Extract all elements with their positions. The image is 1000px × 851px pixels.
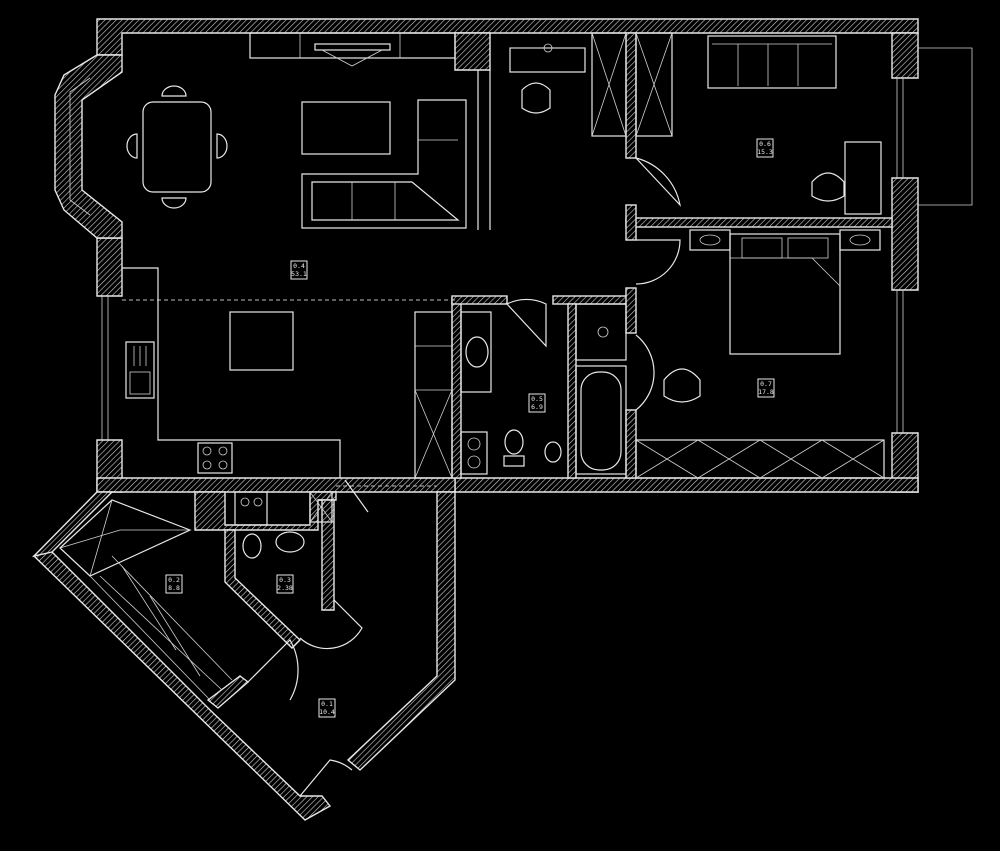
wall-bath-shelf <box>567 303 577 479</box>
room-id: 0.1 <box>321 700 333 708</box>
entry-area <box>59 479 437 797</box>
bathtub <box>580 371 622 471</box>
tv <box>314 43 391 51</box>
wall-wc-block <box>194 491 337 531</box>
wardrobe-bedroom <box>635 32 673 137</box>
wall-top <box>96 18 919 56</box>
study-chair <box>811 172 845 202</box>
wall-bath-right <box>625 287 637 334</box>
wall-bedroom-post <box>625 204 637 241</box>
kitchen-counter <box>122 267 341 478</box>
shower <box>575 303 627 361</box>
wall-closet-edge <box>206 675 250 709</box>
wall-mid-horizontal <box>96 477 456 493</box>
bedroom-wardrobe <box>635 439 885 479</box>
room-id: 0.5 <box>531 395 543 403</box>
sink-oval <box>465 336 489 368</box>
wall-bay-window <box>54 54 123 239</box>
room-id: 0.7 <box>760 380 772 388</box>
wall-entry-right <box>346 491 456 771</box>
wall-entry-left <box>31 491 114 558</box>
door-wc <box>299 599 363 650</box>
room-area: 53.1 <box>291 270 307 278</box>
wall-bath-top-left <box>451 295 508 305</box>
bathtub-frame <box>575 365 627 475</box>
armchair <box>663 368 701 403</box>
wc-stove <box>234 491 268 526</box>
nightstand-right <box>839 229 881 251</box>
wall-bedroom-split <box>625 217 893 228</box>
exterior-walls <box>31 18 919 821</box>
room-area: 2.38 <box>277 584 293 592</box>
room-tag: 0.4 53.1 <box>290 260 308 280</box>
door-bathroom <box>506 298 547 348</box>
tall-cabinets <box>414 311 453 479</box>
desk-chair <box>521 82 551 114</box>
dining-chairs <box>126 85 228 209</box>
door-entrance <box>299 759 353 797</box>
bathroom <box>460 298 627 475</box>
wall-top-pier-1 <box>454 32 491 71</box>
wc-toilet <box>242 533 262 559</box>
wall-bath-top-right <box>552 295 634 305</box>
room-tags: 0.1 10.4 0.2 8.8 0.3 2.38 0.4 53.1 0.5 6… <box>165 138 775 718</box>
wall-wc-left <box>224 529 302 649</box>
room-area: 15.3 <box>757 148 773 156</box>
toilet <box>504 429 524 455</box>
sofa-upper <box>707 35 837 89</box>
wall-left-upper <box>96 237 123 297</box>
bedroom-lower <box>635 229 885 479</box>
kitchen-island <box>229 311 294 371</box>
hall-furniture <box>509 32 681 285</box>
door-closet <box>247 639 299 701</box>
door-bedroom-2 <box>635 239 681 285</box>
room-tag: 0.1 10.4 <box>318 698 336 718</box>
room-area: 10.4 <box>319 708 335 716</box>
room-tag: 0.6 15.3 <box>756 138 774 158</box>
kitchen <box>122 267 453 479</box>
wall-closet-divider <box>625 32 637 159</box>
wardrobe-hall <box>591 32 627 137</box>
windows <box>69 47 973 440</box>
room-area: 8.8 <box>168 584 180 592</box>
wall-top-pier-2 <box>891 32 919 79</box>
wall-bath-left <box>451 297 462 479</box>
living-room-furniture <box>122 32 491 371</box>
wall-bath-right-low <box>625 409 637 479</box>
double-bed <box>729 233 841 355</box>
wall-bottom-right <box>454 477 919 493</box>
room-id: 0.3 <box>279 576 291 584</box>
dining-table <box>142 101 212 193</box>
interior-walls <box>194 32 893 709</box>
wall-right-mid <box>891 177 919 291</box>
room-id: 0.2 <box>168 576 180 584</box>
coffee-table <box>301 101 391 155</box>
study-desk <box>844 141 882 215</box>
bidet <box>544 441 562 463</box>
nightstand-left <box>689 229 731 251</box>
bedroom-upper <box>707 35 882 215</box>
room-id: 0.4 <box>293 262 305 270</box>
room-tag: 0.7 17.8 <box>757 378 775 398</box>
cooktop <box>197 442 233 474</box>
kitchen-sink <box>125 341 155 399</box>
room-tag: 0.3 2.38 <box>276 574 294 594</box>
corner-sofa <box>301 99 467 229</box>
washing-machine <box>460 431 488 475</box>
door-small <box>344 479 369 513</box>
room-tag: 0.5 6.9 <box>528 393 546 413</box>
room-area: 17.8 <box>758 388 774 396</box>
room-area: 6.9 <box>531 403 543 411</box>
wall-wc-right <box>318 499 335 611</box>
door-bath-2 <box>635 334 655 411</box>
wc-sink <box>275 531 305 553</box>
room-tag: 0.2 8.8 <box>165 574 183 594</box>
wc-cabinet <box>309 491 333 523</box>
vanity <box>460 311 492 393</box>
door-bedroom-1 <box>635 157 681 207</box>
room-id: 0.6 <box>759 140 771 148</box>
tv-cabinet <box>249 32 456 59</box>
closet-shelving <box>59 499 233 701</box>
